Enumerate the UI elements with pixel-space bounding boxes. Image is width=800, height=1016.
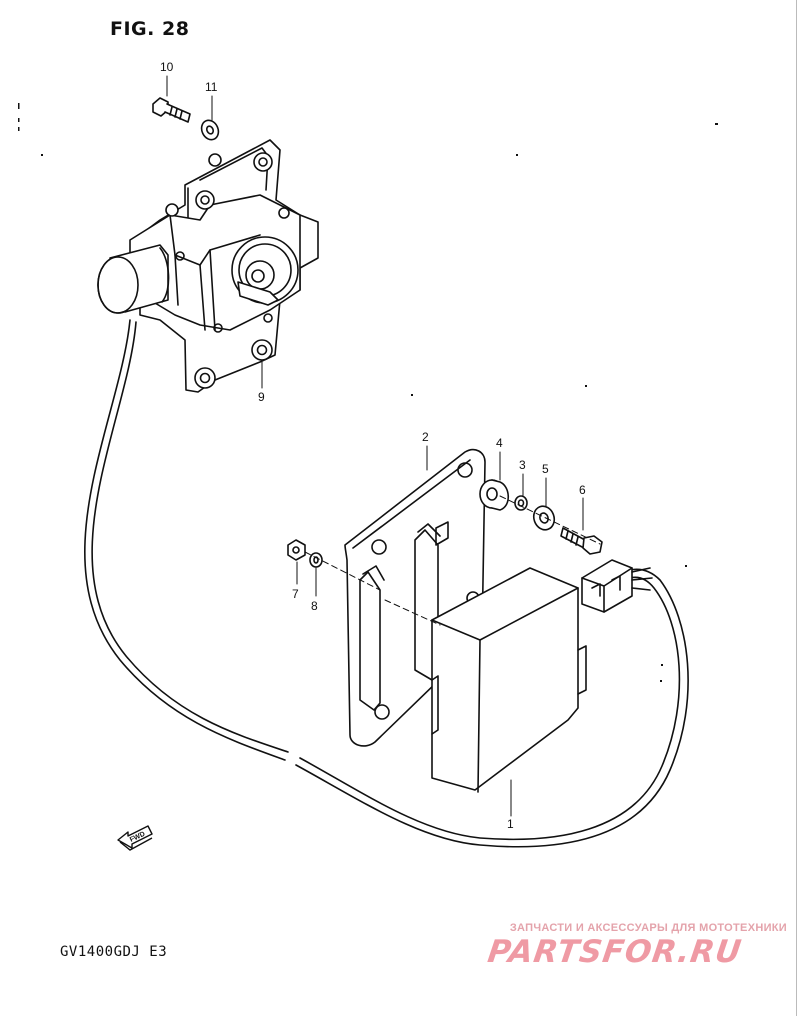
bolt-6 xyxy=(560,527,603,555)
model-code: GV1400GDJ E3 xyxy=(60,944,168,960)
control-unit-1 xyxy=(431,567,587,793)
spacer-3 xyxy=(514,495,528,511)
watermark-tagline: ЗАПЧАСТИ И АКСЕССУАРЫ ДЛЯ МОТОТЕХНИКИ xyxy=(509,922,787,934)
washer-5 xyxy=(532,505,556,531)
callout-3: 3 xyxy=(519,458,526,472)
callout-5: 5 xyxy=(542,462,549,476)
mounting-plate-2 xyxy=(344,448,486,747)
callout-labels: 10 11 9 2 4 3 5 6 7 8 1 xyxy=(160,60,586,831)
washer-8 xyxy=(309,552,323,568)
wire-connector xyxy=(581,559,653,613)
callout-10: 10 xyxy=(160,60,174,74)
callout-9: 9 xyxy=(258,390,265,404)
callout-7: 7 xyxy=(292,587,299,601)
callout-2: 2 xyxy=(422,430,429,444)
figure-title: FIG. 28 xyxy=(110,18,190,40)
leader-lines xyxy=(166,75,584,817)
collar-4 xyxy=(479,479,510,511)
callout-1: 1 xyxy=(507,817,514,831)
assembly-lines xyxy=(304,495,601,626)
watermark-brand: PARTSFOR.RU xyxy=(485,934,745,970)
page-border xyxy=(796,0,797,1016)
fwd-arrow-icon: FWD xyxy=(117,825,153,851)
bolt-10 xyxy=(152,97,191,123)
nut-7 xyxy=(287,539,306,561)
callout-8: 8 xyxy=(311,599,318,613)
callout-6: 6 xyxy=(579,483,586,497)
actuator-motor-assembly xyxy=(97,139,319,393)
callout-4: 4 xyxy=(496,436,503,450)
callout-11: 11 xyxy=(205,80,218,94)
cable xyxy=(84,319,689,848)
scan-specks xyxy=(18,103,718,682)
washer-11 xyxy=(200,119,220,141)
